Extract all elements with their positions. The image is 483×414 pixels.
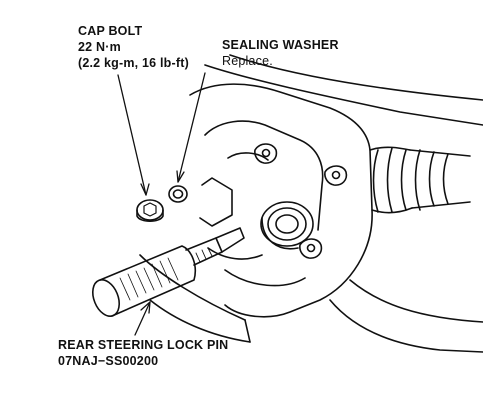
lock-pin-bore [260,201,314,250]
sealing-washer-note: Replace. [222,54,273,68]
cap-bolt [136,199,164,223]
cap-bolt-label: CAP BOLT [78,24,143,38]
rear-frame [139,54,483,353]
cap-bolt-torque: 22 N·m [78,40,121,54]
sealing-washer-label: SEALING WASHER [222,38,339,52]
lock-pin-tool [91,227,245,317]
cap-bolt-torque-alt: (2.2 kg-m, 16 lb-ft) [78,56,189,70]
sealing-washer [168,185,188,203]
lock-pin-part-number: 07NAJ−SS00200 [58,354,159,368]
steering-gearbox [189,83,373,318]
leader-lines [117,72,206,336]
steering-boot [369,146,471,214]
lock-pin-label: REAR STEERING LOCK PIN [58,338,229,352]
